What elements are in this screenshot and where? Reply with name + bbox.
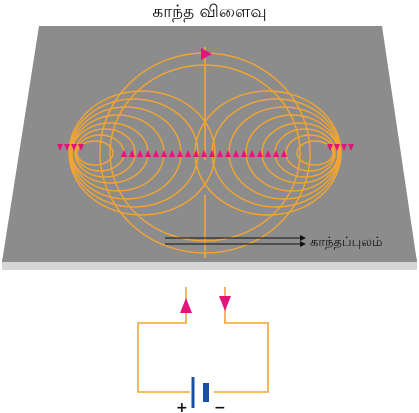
up-direction-marker (169, 150, 175, 157)
field-loop-left (68, 90, 216, 216)
down-direction-marker (64, 144, 70, 151)
down-direction-marker (348, 144, 354, 151)
down-direction-marker (57, 144, 63, 151)
up-direction-marker (129, 150, 135, 157)
direction-markers (57, 144, 354, 157)
up-direction-marker (209, 150, 215, 157)
field-loop-left (74, 128, 136, 178)
up-direction-marker (121, 150, 127, 157)
up-direction-marker (257, 150, 263, 157)
up-direction-marker (153, 150, 159, 157)
up-direction-marker (273, 150, 279, 157)
up-direction-marker (225, 150, 231, 157)
field-label-arrowhead-2 (300, 241, 306, 247)
down-direction-marker (78, 144, 84, 151)
battery-plus-sign: + (176, 400, 188, 413)
field-label-arrowhead (300, 235, 306, 241)
down-direction-marker (334, 144, 340, 151)
up-direction-marker (233, 150, 239, 157)
up-direction-marker (185, 150, 191, 157)
up-direction-marker (201, 150, 207, 157)
board (2, 26, 417, 262)
circuit-wire-left (137, 287, 190, 393)
field-label: காந்தப்புலம் (310, 235, 383, 250)
field-loop-right (285, 134, 335, 172)
current-down-arrow (219, 296, 231, 311)
top-direction-arrow (201, 48, 212, 60)
up-direction-marker (193, 150, 199, 157)
down-direction-marker (341, 144, 347, 151)
diagram-title: காந்த விளைவு (152, 2, 267, 22)
field-loop-right (296, 140, 334, 166)
up-direction-marker (249, 150, 255, 157)
down-direction-marker (327, 144, 333, 151)
up-direction-marker (265, 150, 271, 157)
up-direction-marker (217, 150, 223, 157)
up-direction-marker (137, 150, 143, 157)
field-loop-right (245, 114, 339, 192)
current-up-arrow (180, 298, 192, 313)
up-direction-marker (177, 150, 183, 157)
down-direction-marker (71, 144, 77, 151)
battery-minus-sign: − (214, 400, 226, 413)
up-direction-marker (281, 150, 287, 157)
circuit (137, 287, 269, 393)
field-loop-left (69, 98, 199, 208)
up-direction-marker (145, 150, 151, 157)
up-direction-marker (161, 150, 167, 157)
field-loop-left (76, 140, 114, 166)
up-direction-marker (241, 150, 247, 157)
